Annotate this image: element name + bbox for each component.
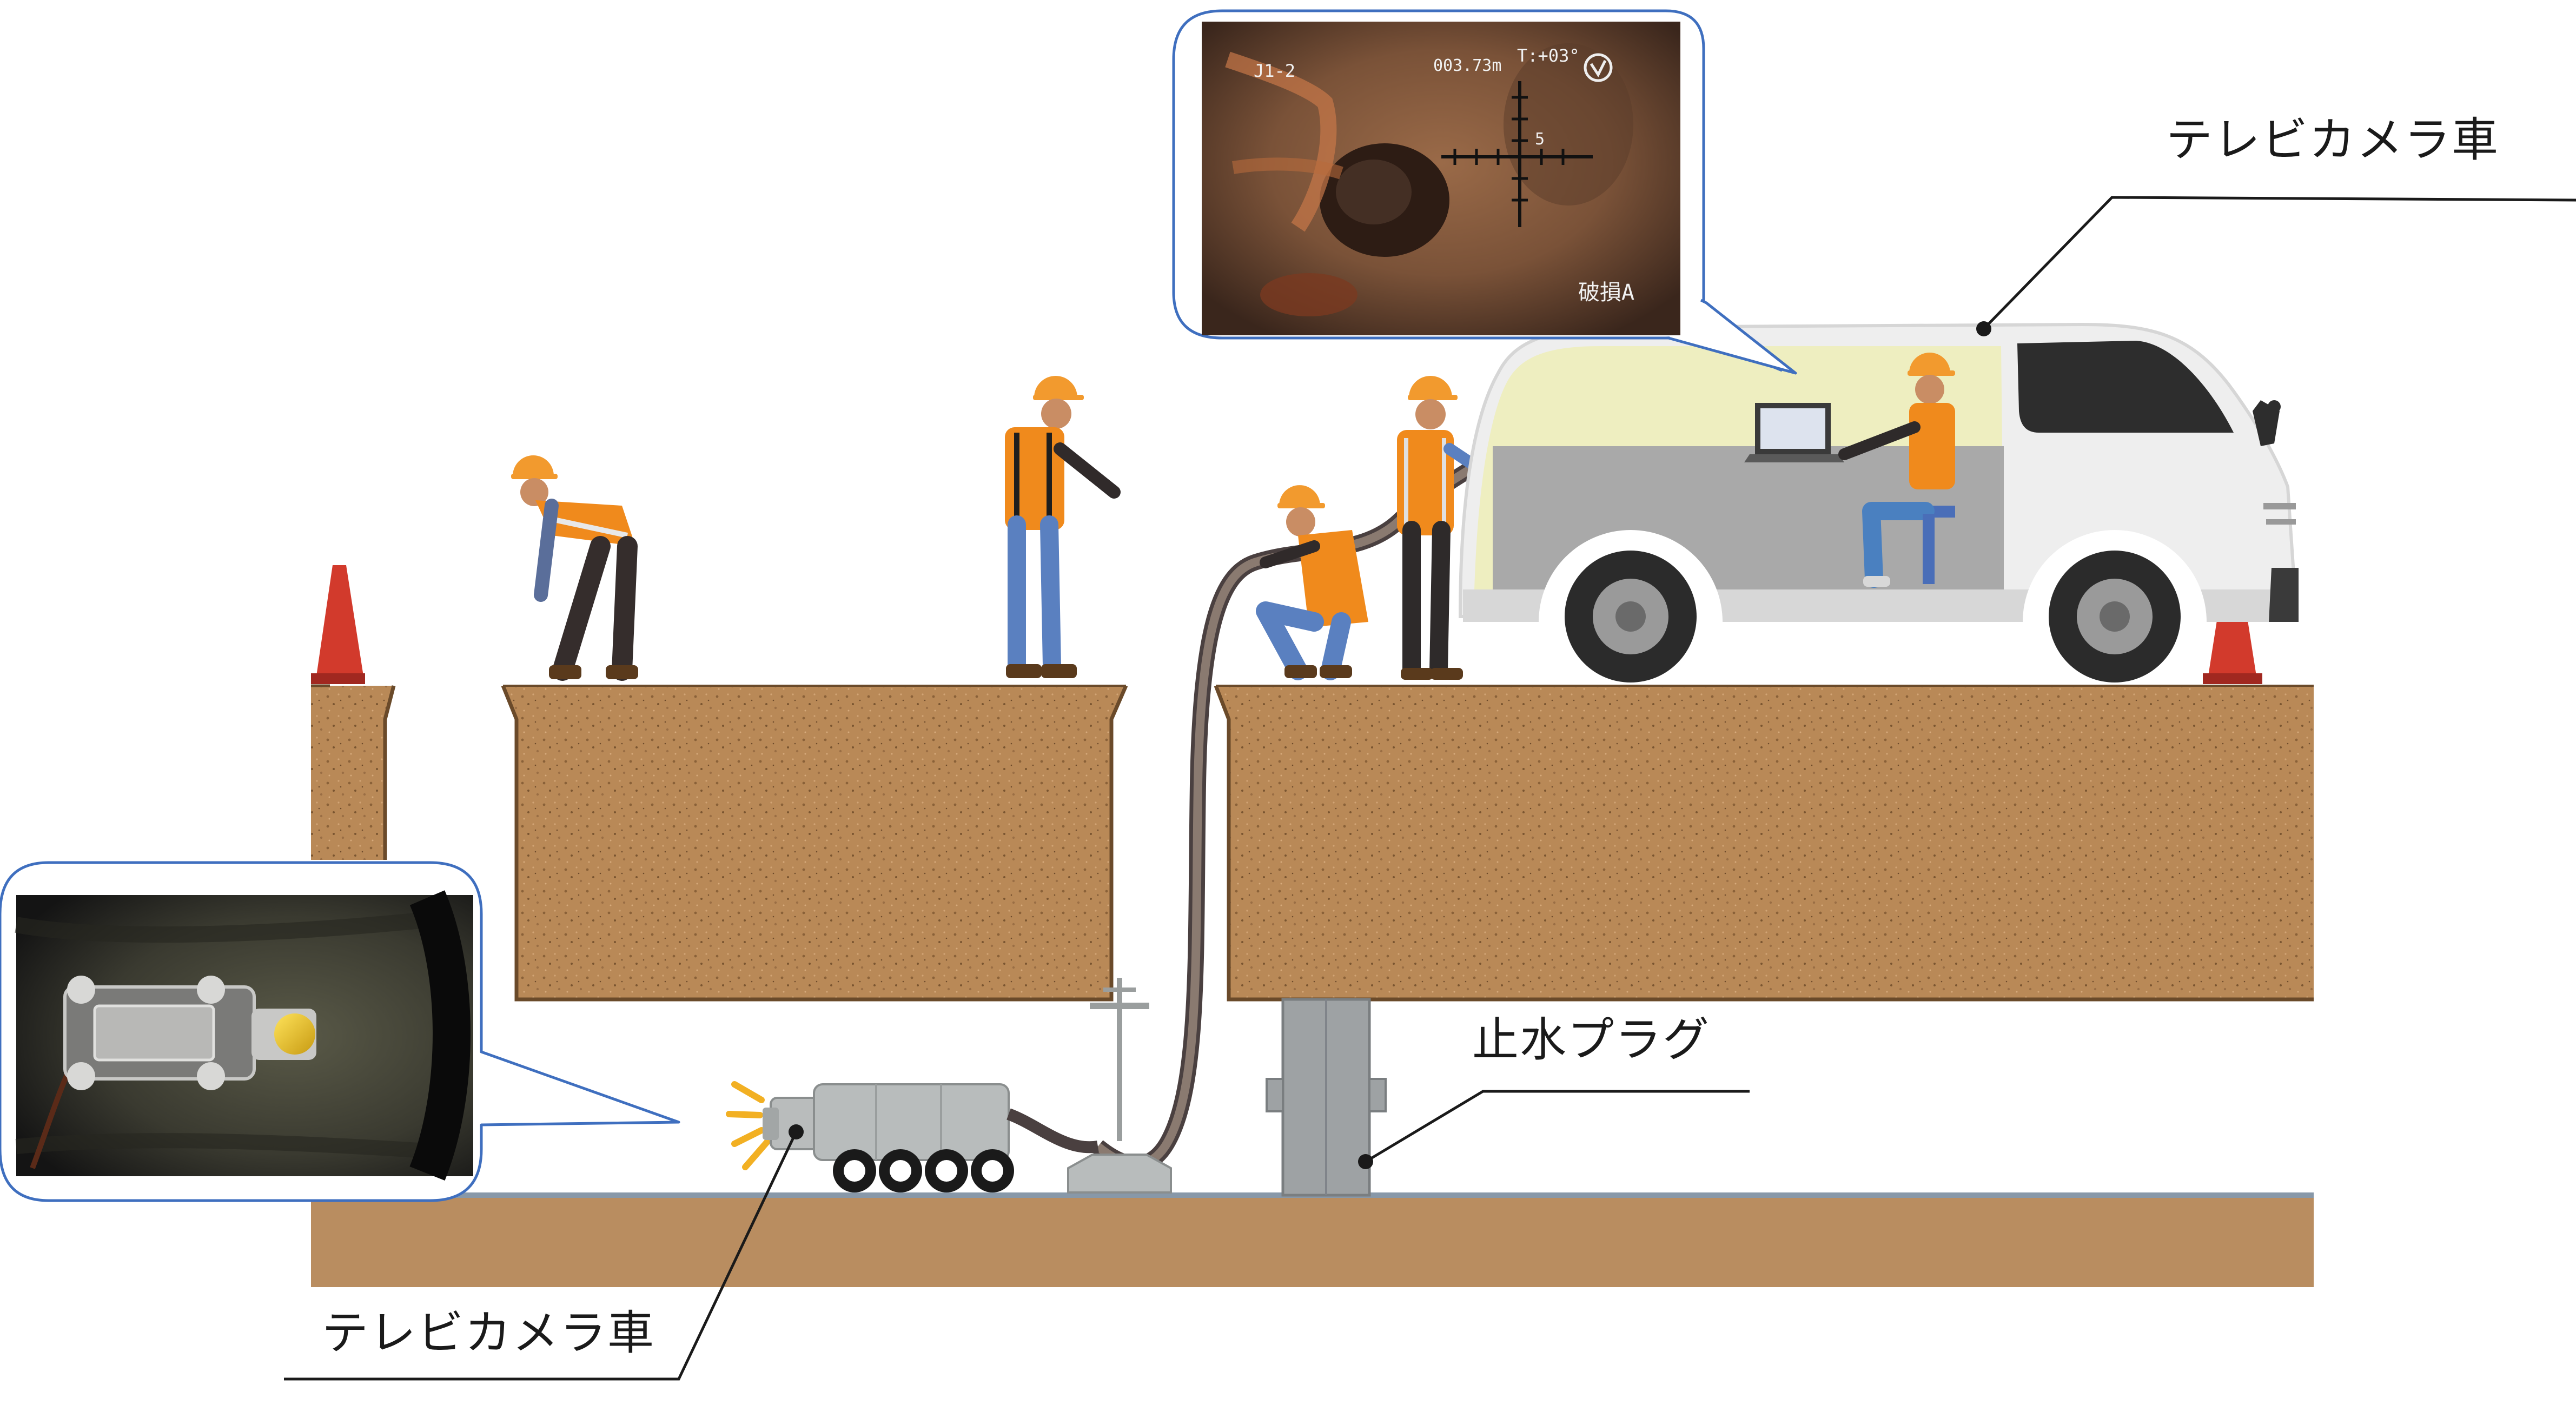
leader-dot	[1976, 321, 1991, 336]
worker-figure	[1005, 376, 1121, 678]
van-label: テレビカメラ車	[2166, 113, 2499, 167]
inspection-image-callout	[1172, 9, 1797, 375]
stop-plug-label: 止水プラグ	[1472, 1013, 1710, 1067]
worker-figure	[1838, 353, 1955, 588]
camera-robot-label: テレビカメラ車	[322, 1306, 655, 1360]
pipe-bottom	[311, 1192, 2314, 1287]
cable-guide-stand	[1067, 978, 1172, 1194]
laptop-icon	[1744, 403, 1844, 462]
worker-figure	[1256, 485, 1368, 680]
leader-lines	[284, 196, 2576, 1381]
van-icon	[1458, 322, 2299, 682]
leader-dot	[1358, 1154, 1373, 1169]
overlay-tilt: T:+03°	[1517, 45, 1580, 66]
overlay-damage-grade: 破損A	[1578, 280, 1635, 305]
overlay-segment-id: J1-2	[1254, 61, 1296, 81]
overlay-scale-mark: 5	[1535, 130, 1545, 149]
soil-layer	[311, 684, 2314, 1002]
emblem-icon	[1584, 53, 1613, 82]
robot-photo-callout	[0, 861, 680, 1202]
stop-plug-icon	[1266, 998, 1387, 1197]
worker-figure	[511, 455, 638, 681]
traffic-cone-icon	[311, 565, 365, 684]
overlay-distance: 003.73m	[1433, 56, 1502, 75]
leader-dot	[789, 1124, 804, 1139]
camera-robot-icon	[726, 1081, 1099, 1192]
